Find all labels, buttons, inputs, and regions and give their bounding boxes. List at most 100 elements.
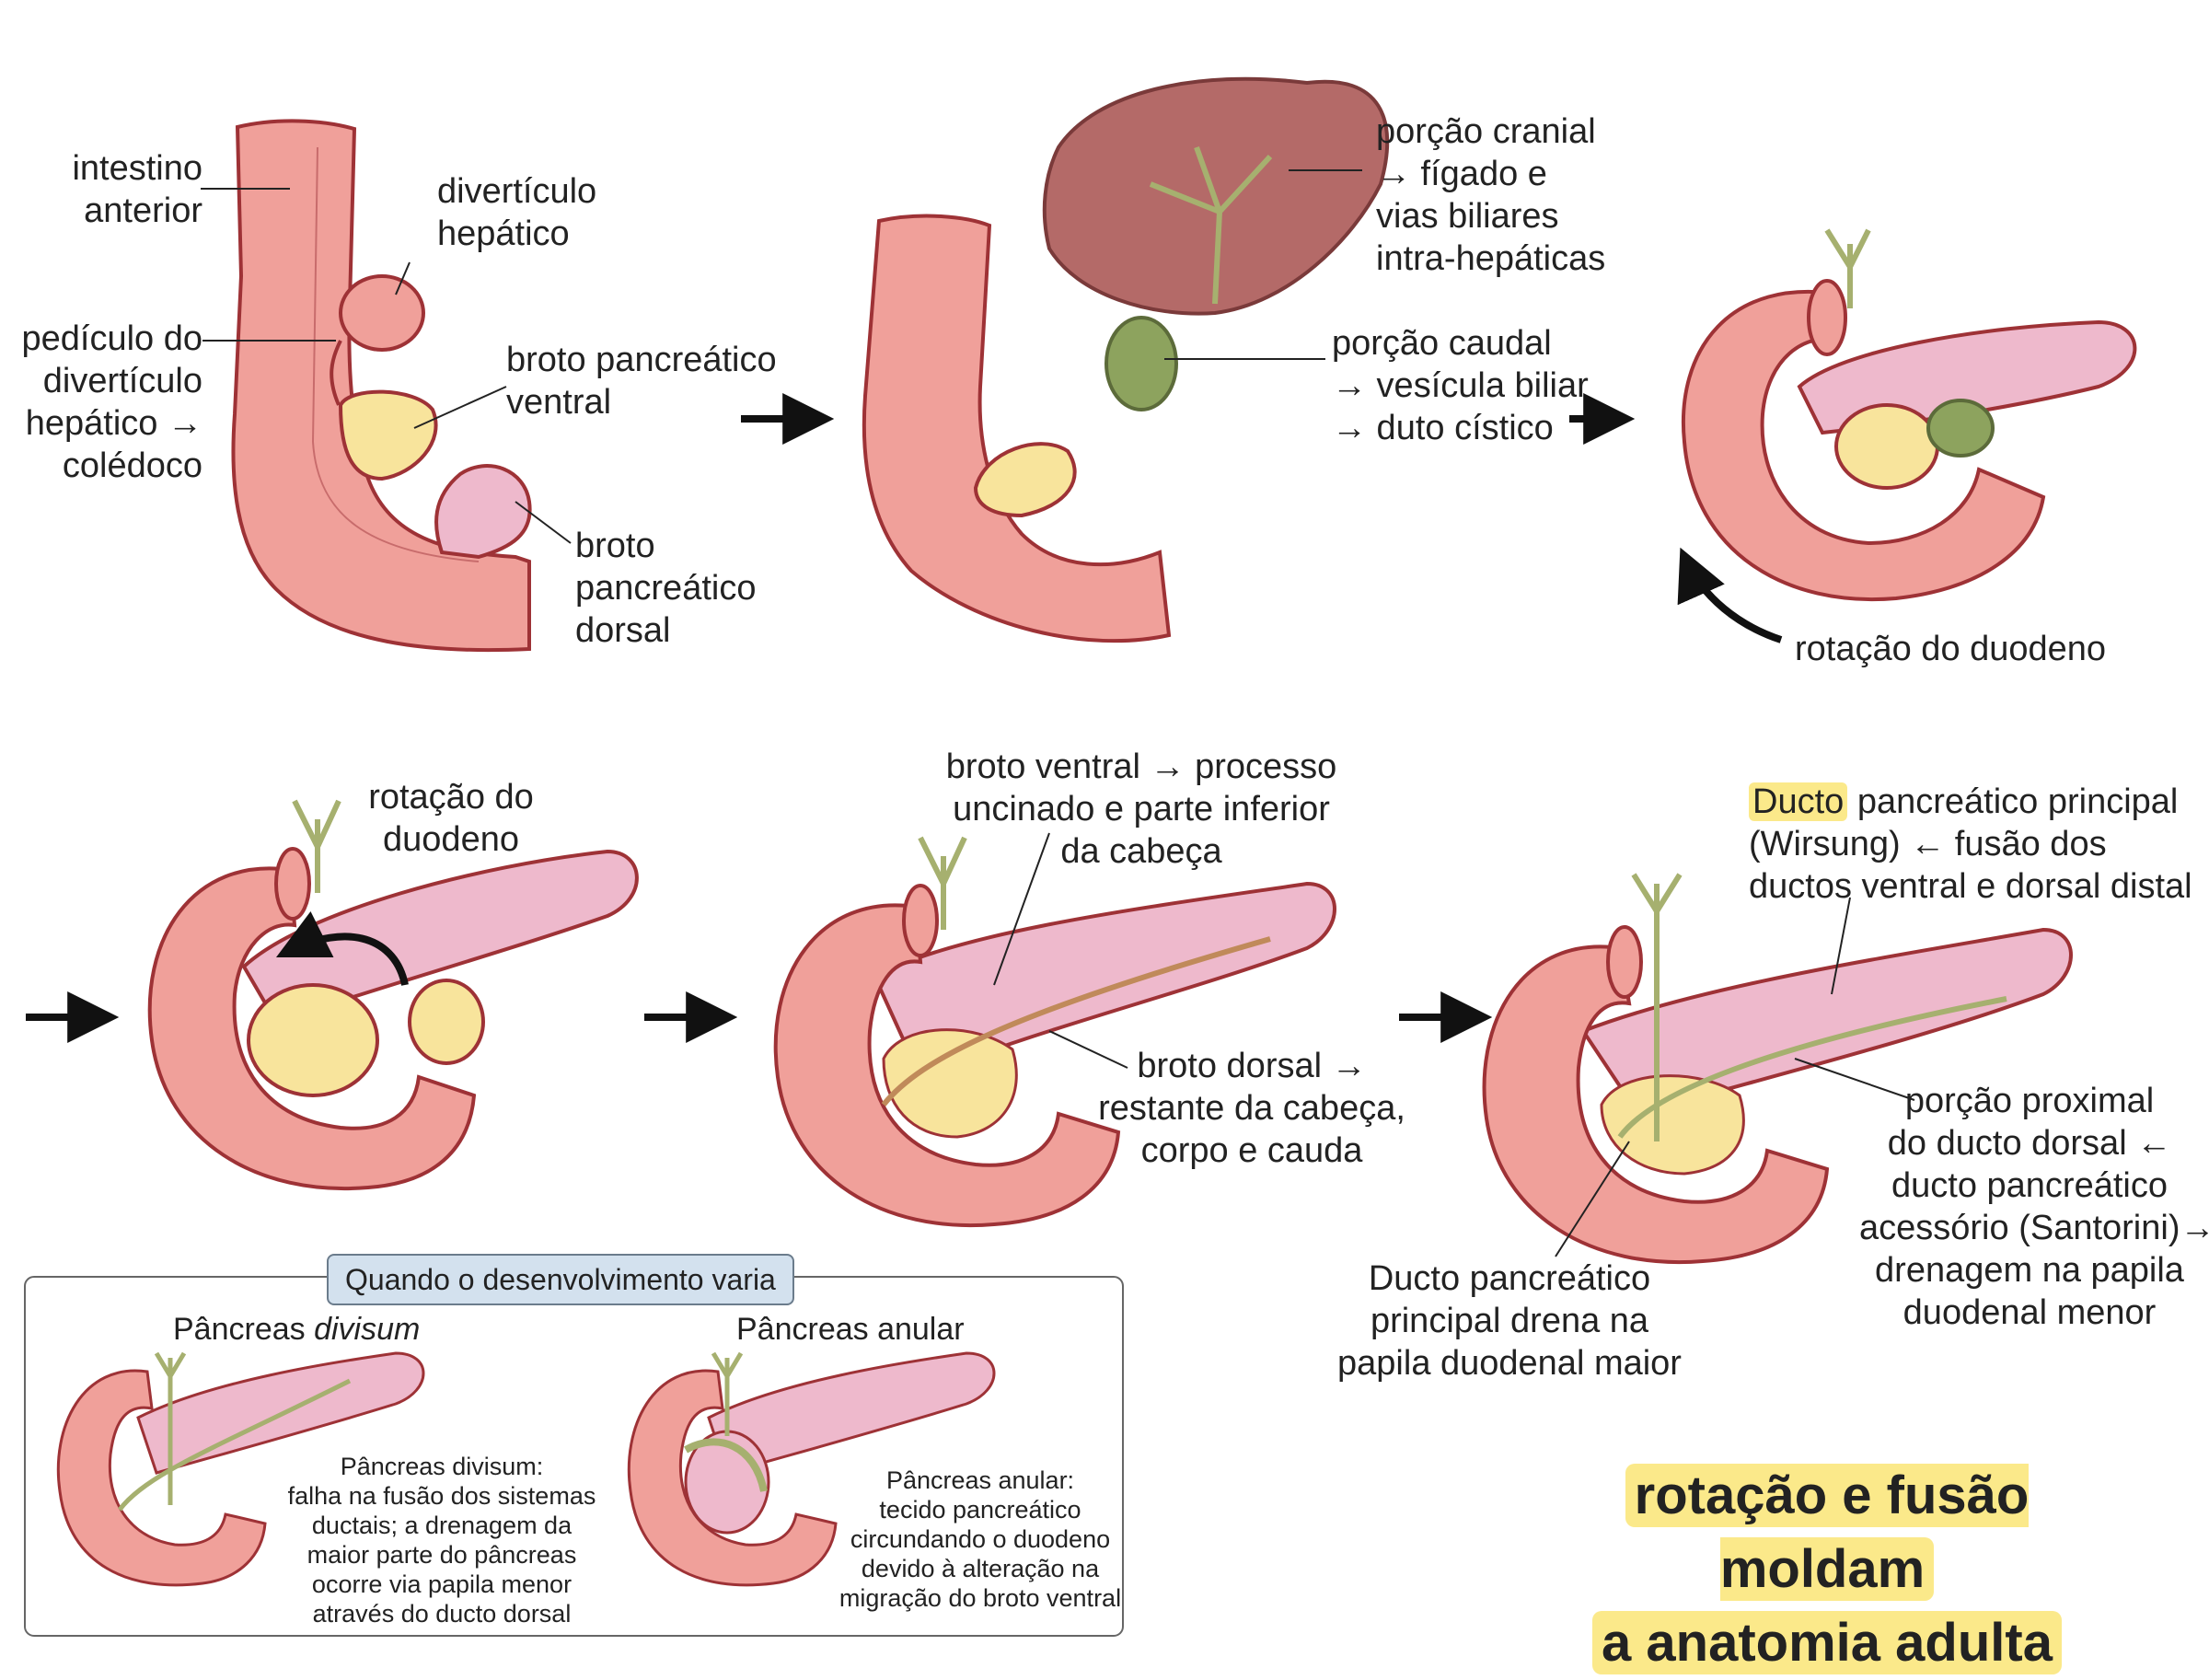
label-ventral-bud-fate: broto ventral → processo uncinado e part… xyxy=(939,746,1344,873)
panel-1-foregut xyxy=(201,119,572,653)
label-line: migração do broto ventral xyxy=(838,1584,1122,1612)
label-line: Pâncreas divisum: xyxy=(340,1453,544,1480)
rotation-arrow-3 xyxy=(1677,547,1783,643)
label-line: ductos ventral e dorsal distal xyxy=(1749,867,2192,906)
label-line: broto pancreático xyxy=(506,341,777,379)
label-line: vias biliares xyxy=(1376,197,1559,236)
label-line: ocorre via papila menor xyxy=(311,1570,572,1598)
label-line: tecido pancreático xyxy=(879,1496,1081,1524)
label-line: circundando o duodeno xyxy=(850,1525,1111,1553)
label-foregut: intestino anterior xyxy=(46,147,202,232)
panel-4-rotation xyxy=(147,799,639,1191)
duodenum-5 xyxy=(773,903,1121,1228)
heading-text: Pâncreas xyxy=(173,1312,315,1347)
pancreas-4 xyxy=(241,849,639,1025)
label-line: drenagem na papila xyxy=(1875,1251,2184,1290)
duodenum-6 xyxy=(1482,944,1830,1265)
label-line: porção proximal xyxy=(1904,1082,2155,1120)
pedicle xyxy=(330,340,342,406)
panel-3-rotation xyxy=(1677,228,2137,643)
label-line: colédoco xyxy=(62,446,202,485)
foregut-tube-2 xyxy=(862,214,1172,643)
panel-2-liver-formation xyxy=(862,76,1390,643)
duodenum-4 xyxy=(147,866,477,1191)
gallbladder xyxy=(1104,316,1178,411)
pancreas-5 xyxy=(872,881,1336,1080)
main-duct-6 xyxy=(1617,996,2007,1139)
label-line: falha na fusão dos sistemas xyxy=(287,1482,596,1510)
label-line: duodeno xyxy=(383,820,519,859)
duct-5 xyxy=(881,936,1271,1106)
label-line: Pâncreas anular: xyxy=(885,1466,1075,1494)
label-line: → duto cístico xyxy=(1332,409,1554,447)
label-caudal-portion: porção caudal → vesícula biliar → duto c… xyxy=(1332,322,1589,449)
label-line: anterior xyxy=(84,191,202,230)
ventral-part-5 xyxy=(882,1028,1018,1139)
label-line: da cabeça xyxy=(1060,832,1222,871)
label-line: do ducto dorsal ← xyxy=(1887,1124,2172,1163)
label-line: intra-hepáticas xyxy=(1376,239,1606,278)
label-hepatic-diverticulum: divertículo hepático xyxy=(437,170,596,255)
annular-description: Pâncreas anular: tecido pancreático circ… xyxy=(828,1466,1132,1613)
label-line: divertículo xyxy=(437,172,597,211)
title-text: a anatomia adulta xyxy=(1592,1611,2062,1674)
intrahepatic-ducts xyxy=(1149,145,1273,305)
title-line: rotação e fusão moldam xyxy=(1514,1459,2140,1606)
title-line: a anatomia adulta xyxy=(1514,1606,2140,1680)
gallbladder-3 xyxy=(1926,399,1995,458)
ventral-bud-2 xyxy=(973,442,1077,518)
label-line: duodenal menor xyxy=(1903,1293,2157,1332)
pancreas-6 xyxy=(1579,927,2073,1117)
label-line: broto xyxy=(575,527,655,565)
label-line: (Wirsung) ← fusão dos xyxy=(1749,825,2107,863)
label-accessory-duct: porção proximal do ducto dorsal ← ducto … xyxy=(1859,1080,2209,1334)
label-line: → fígado e xyxy=(1376,155,1547,193)
label-cranial-portion: porção cranial → fígado e vias biliares … xyxy=(1376,110,1605,280)
label-line: através do ducto dorsal xyxy=(312,1600,572,1628)
label-line: ductais; a drenagem da xyxy=(311,1512,572,1539)
annular-heading: Pâncreas anular xyxy=(736,1312,965,1347)
label-main-duct: Ducto pancreático principal (Wirsung) ← … xyxy=(1749,781,2192,908)
label-dorsal-bud: broto pancreático dorsal xyxy=(575,525,756,652)
label-line: ventral xyxy=(506,383,612,422)
label-line: maior parte do pâncreas xyxy=(306,1541,577,1569)
label-line: devido à alteração na xyxy=(861,1555,1100,1582)
label-line: broto ventral → processo xyxy=(945,747,1337,786)
hepatic-diverticulum xyxy=(339,274,425,352)
label-line: broto dorsal → xyxy=(1137,1047,1367,1085)
label-line: corpo e cauda xyxy=(1140,1131,1363,1170)
rotation-arrow-4 xyxy=(275,910,409,986)
label-line: pancreático xyxy=(575,569,757,608)
bile-duct-6 xyxy=(1631,873,1683,1141)
label-line: hepático → xyxy=(25,404,202,443)
ventral-bud-4 xyxy=(247,983,379,1097)
main-title: rotação e fusão moldam a anatomia adulta xyxy=(1514,1459,2140,1680)
inset-annular-drawing xyxy=(627,1351,996,1587)
label-line: rotação do xyxy=(368,778,534,817)
label-line: Ducto pancreático xyxy=(1368,1259,1651,1298)
label-line: uncinado e parte inferior xyxy=(953,790,1330,828)
inset-divisum-drawing xyxy=(56,1351,425,1587)
label-line: principal drena na xyxy=(1370,1302,1649,1340)
divisum-description: Pâncreas divisum: falha na fusão dos sis… xyxy=(276,1452,607,1628)
dorsal-bud xyxy=(434,464,532,560)
title-text: rotação e fusão moldam xyxy=(1625,1464,2030,1601)
label-line: restante da cabeça, xyxy=(1098,1089,1405,1128)
label-duodenum-rotation: rotação do duodeno xyxy=(1795,630,2107,668)
highlight-ducto: Ducto xyxy=(1749,782,1848,821)
label-line: ducto pancreático xyxy=(1891,1166,2168,1205)
label-line: Ducto pancreático principal xyxy=(1749,781,2192,823)
panel-5-fusion xyxy=(773,832,1336,1228)
label-major-papilla: Ducto pancreático principal drena na pap… xyxy=(1325,1257,1694,1385)
label-line: → vesícula biliar xyxy=(1332,366,1589,405)
ventral-bud xyxy=(338,389,438,481)
label-line: porção caudal xyxy=(1332,324,1552,363)
label-fragment: pancreático principal xyxy=(1847,782,2179,821)
panel-6-adult-anatomy xyxy=(1482,873,2073,1265)
label-pedicle: pedículo do divertículo hepático → coléd… xyxy=(9,318,203,487)
label-line: pedículo do xyxy=(21,319,203,358)
heading-italic: divisum xyxy=(314,1312,421,1347)
label-duodenum-rotation-2: rotação do duodeno xyxy=(341,776,561,861)
duodenum-3 xyxy=(1681,289,2046,601)
